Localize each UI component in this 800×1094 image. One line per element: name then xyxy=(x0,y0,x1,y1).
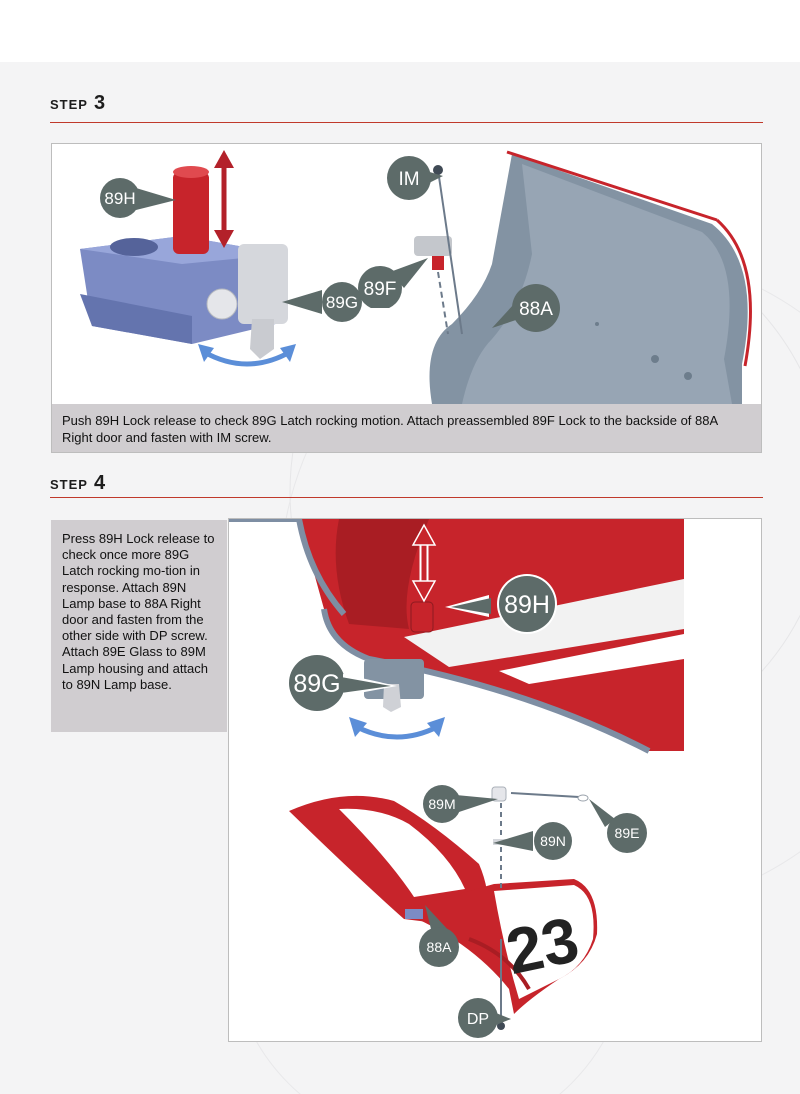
callout-89m: 89M xyxy=(422,785,502,823)
callout-89e: 89E xyxy=(585,797,649,857)
door-with-lamp-part: 23 xyxy=(289,795,598,1014)
svg-text:89N: 89N xyxy=(540,833,566,849)
callout-89g: 89G xyxy=(285,652,405,714)
callout-im: IM xyxy=(387,156,447,200)
step-4-title: STEP 4 xyxy=(50,472,106,494)
step-4-illustration-panel: 23 89H 89G 89M 89E 89N 88A xyxy=(228,518,762,1042)
svg-text:89M: 89M xyxy=(428,796,455,812)
step-3-title: STEP 3 xyxy=(50,92,106,114)
callout-89g: 89G xyxy=(278,282,368,322)
callout-89h: 89H xyxy=(443,573,559,635)
im-screw-icon xyxy=(433,165,443,175)
svg-text:89H: 89H xyxy=(504,591,550,619)
svg-text:89E: 89E xyxy=(615,825,640,841)
step-3-caption: Push 89H Lock release to check 89G Latch… xyxy=(52,404,761,452)
rocking-arrow-icon xyxy=(202,349,292,367)
up-down-arrow-icon xyxy=(214,150,234,248)
lamp-housing-part xyxy=(491,786,507,802)
svg-text:89G: 89G xyxy=(293,670,340,698)
step-3-illustration-panel: 89H 89G IM 89F 88A Push 89H Lock release… xyxy=(51,143,762,453)
svg-text:88A: 88A xyxy=(427,939,453,955)
callout-89f: 89F xyxy=(354,254,434,308)
callout-88a: 88A xyxy=(417,903,467,969)
callout-dp: DP xyxy=(457,997,517,1039)
im-screw-axis xyxy=(437,169,463,335)
svg-text:89H: 89H xyxy=(104,189,135,208)
step-4-caption: Press 89H Lock release to check once mor… xyxy=(51,520,227,732)
callout-89h: 89H xyxy=(98,178,182,218)
up-down-arrow-icon xyxy=(411,523,437,603)
svg-text:DP: DP xyxy=(467,1011,489,1028)
step-3-rule xyxy=(50,122,763,123)
door-closeup-part xyxy=(229,519,684,754)
svg-text:89G: 89G xyxy=(326,293,358,312)
lock-assembly-part xyxy=(80,166,288,359)
callout-88a: 88A xyxy=(484,284,562,338)
svg-text:88A: 88A xyxy=(519,299,553,320)
right-door-part xyxy=(429,150,752,404)
step-4-rule xyxy=(50,497,763,498)
step-3-illustration xyxy=(80,150,752,404)
dp-screw-icon xyxy=(497,1022,505,1030)
svg-text:IM: IM xyxy=(398,169,419,190)
rocking-arrow-icon xyxy=(355,724,439,740)
race-number: 23 xyxy=(500,903,585,988)
callout-89n: 89N xyxy=(491,821,575,861)
lock-89f-part xyxy=(414,236,452,270)
page-header-band xyxy=(0,0,800,62)
glass-part xyxy=(577,794,589,802)
svg-text:89F: 89F xyxy=(364,279,397,300)
